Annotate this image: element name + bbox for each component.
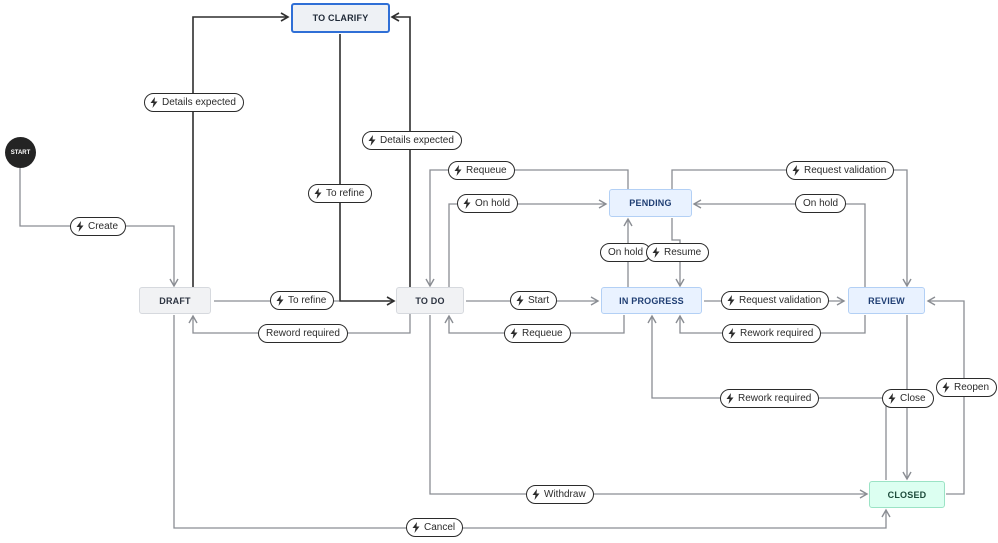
lightning-bolt-icon [942, 382, 950, 393]
transition-request-validation-top[interactable]: Request validation [786, 161, 895, 180]
lightning-bolt-icon [76, 221, 84, 232]
transition-reword-required[interactable]: Reword required [258, 324, 348, 343]
transition-resume[interactable]: Resume [646, 243, 710, 262]
edge-todo-closed [429, 315, 869, 499]
lightning-bolt-icon [150, 97, 158, 108]
lightning-bolt-icon [276, 295, 284, 306]
lightning-bolt-icon [463, 198, 471, 209]
lightning-bolt-icon [454, 165, 462, 176]
transition-label: Rework required [738, 393, 812, 404]
transition-cancel[interactable]: Cancel [406, 518, 464, 537]
transition-rework-required-low[interactable]: Rework required [720, 389, 820, 408]
edge-todo-toclarify [390, 12, 411, 287]
transition-label: To refine [326, 188, 365, 199]
status-in-progress[interactable]: IN PROGRESS [601, 287, 702, 314]
transition-label: On hold [608, 247, 644, 258]
transition-reopen[interactable]: Reopen [936, 378, 998, 397]
status-to-do[interactable]: TO DO [396, 287, 464, 314]
lightning-bolt-icon [888, 393, 896, 404]
transition-label: Resume [664, 247, 702, 258]
edge-closed-review [926, 296, 965, 495]
lightning-bolt-icon [727, 295, 735, 306]
transition-label: On hold [803, 198, 839, 209]
transition-rework-required-mid[interactable]: Rework required [722, 324, 822, 343]
transition-label: Requeue [522, 328, 563, 339]
transition-label: Reopen [954, 382, 990, 393]
transition-label: Request validation [739, 295, 822, 306]
transition-start[interactable]: Start [510, 291, 558, 310]
transition-on-hold-mid[interactable]: On hold [600, 243, 652, 262]
lightning-bolt-icon [532, 489, 540, 500]
status-pending[interactable]: PENDING [609, 189, 692, 217]
status-review[interactable]: REVIEW [848, 287, 925, 314]
status-draft[interactable]: DRAFT [139, 287, 211, 314]
transition-to-refine-draft[interactable]: To refine [270, 291, 335, 310]
transition-requeue-top[interactable]: Requeue [448, 161, 515, 180]
transition-label: Withdraw [544, 489, 586, 500]
transition-create[interactable]: Create [70, 217, 127, 236]
edge-toclarify-todo [339, 34, 396, 306]
transition-label: Reword required [266, 328, 340, 339]
transition-label: Rework required [740, 328, 814, 339]
transition-label: Request validation [804, 165, 887, 176]
transition-label: Create [88, 221, 119, 232]
edge-review-pending [692, 199, 866, 287]
transition-label: Close [900, 393, 926, 404]
transition-label: Cancel [424, 522, 456, 533]
lightning-bolt-icon [728, 328, 736, 339]
lightning-bolt-icon [726, 393, 734, 404]
lightning-bolt-icon [368, 135, 376, 146]
edge-pending-review [671, 169, 912, 288]
edge-pending-todo [425, 169, 629, 288]
transition-label: Details expected [162, 97, 236, 108]
transition-label: To refine [288, 295, 327, 306]
lightning-bolt-icon [412, 522, 420, 533]
edge-draft-toclarify [192, 12, 290, 287]
lightning-bolt-icon [516, 295, 524, 306]
lightning-bolt-icon [314, 188, 322, 199]
edge-draft-closed [173, 315, 891, 529]
transition-details-expected-left[interactable]: Details expected [144, 93, 244, 112]
transition-details-expected-right[interactable]: Details expected [362, 131, 462, 150]
lightning-bolt-icon [792, 165, 800, 176]
transition-to-refine-vertical[interactable]: To refine [308, 184, 373, 203]
transition-label: Start [528, 295, 550, 306]
lightning-bolt-icon [652, 247, 660, 258]
transition-label: On hold [475, 198, 511, 209]
transition-close[interactable]: Close [882, 389, 934, 408]
transition-on-hold-left[interactable]: On hold [457, 194, 519, 213]
transition-requeue-bottom[interactable]: Requeue [504, 324, 571, 343]
status-closed[interactable]: CLOSED [869, 481, 945, 508]
start-node: START [5, 137, 36, 168]
transition-withdraw[interactable]: Withdraw [526, 485, 594, 504]
transition-on-hold-right[interactable]: On hold [795, 194, 847, 213]
transition-request-validation-mid[interactable]: Request validation [721, 291, 830, 310]
edge-todo-pending [448, 199, 608, 287]
status-to-clarify[interactable]: TO CLARIFY [291, 3, 390, 33]
transition-label: Requeue [466, 165, 507, 176]
edge-pending-inprogress [671, 218, 685, 288]
lightning-bolt-icon [510, 328, 518, 339]
transition-label: Details expected [380, 135, 454, 146]
